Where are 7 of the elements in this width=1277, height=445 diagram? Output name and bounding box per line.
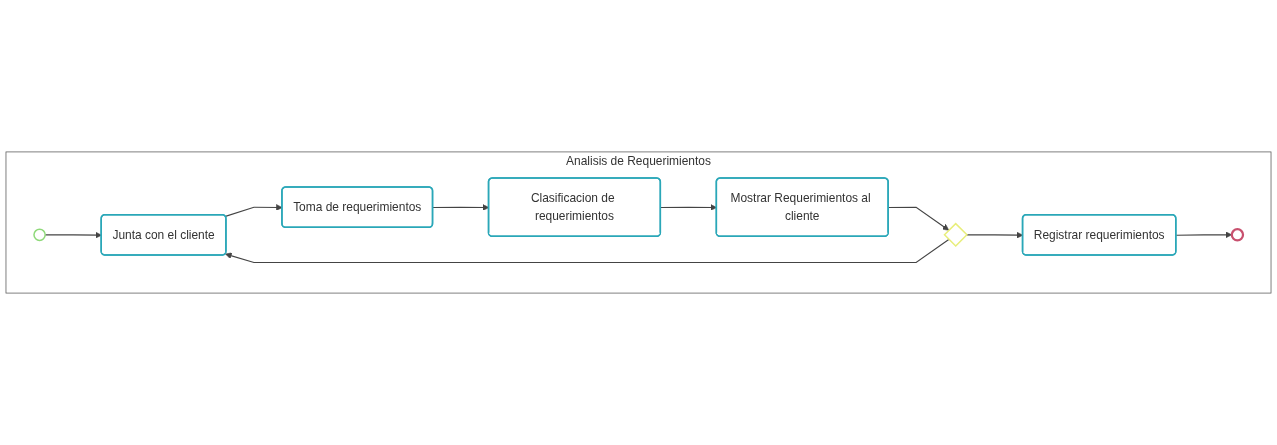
arrow <box>660 204 717 211</box>
node-diamond <box>943 222 968 248</box>
node-circle <box>1230 228 1245 242</box>
arrow <box>1175 231 1233 239</box>
arrow <box>44 231 102 239</box>
arrow <box>225 238 950 263</box>
node-circle <box>33 228 46 242</box>
